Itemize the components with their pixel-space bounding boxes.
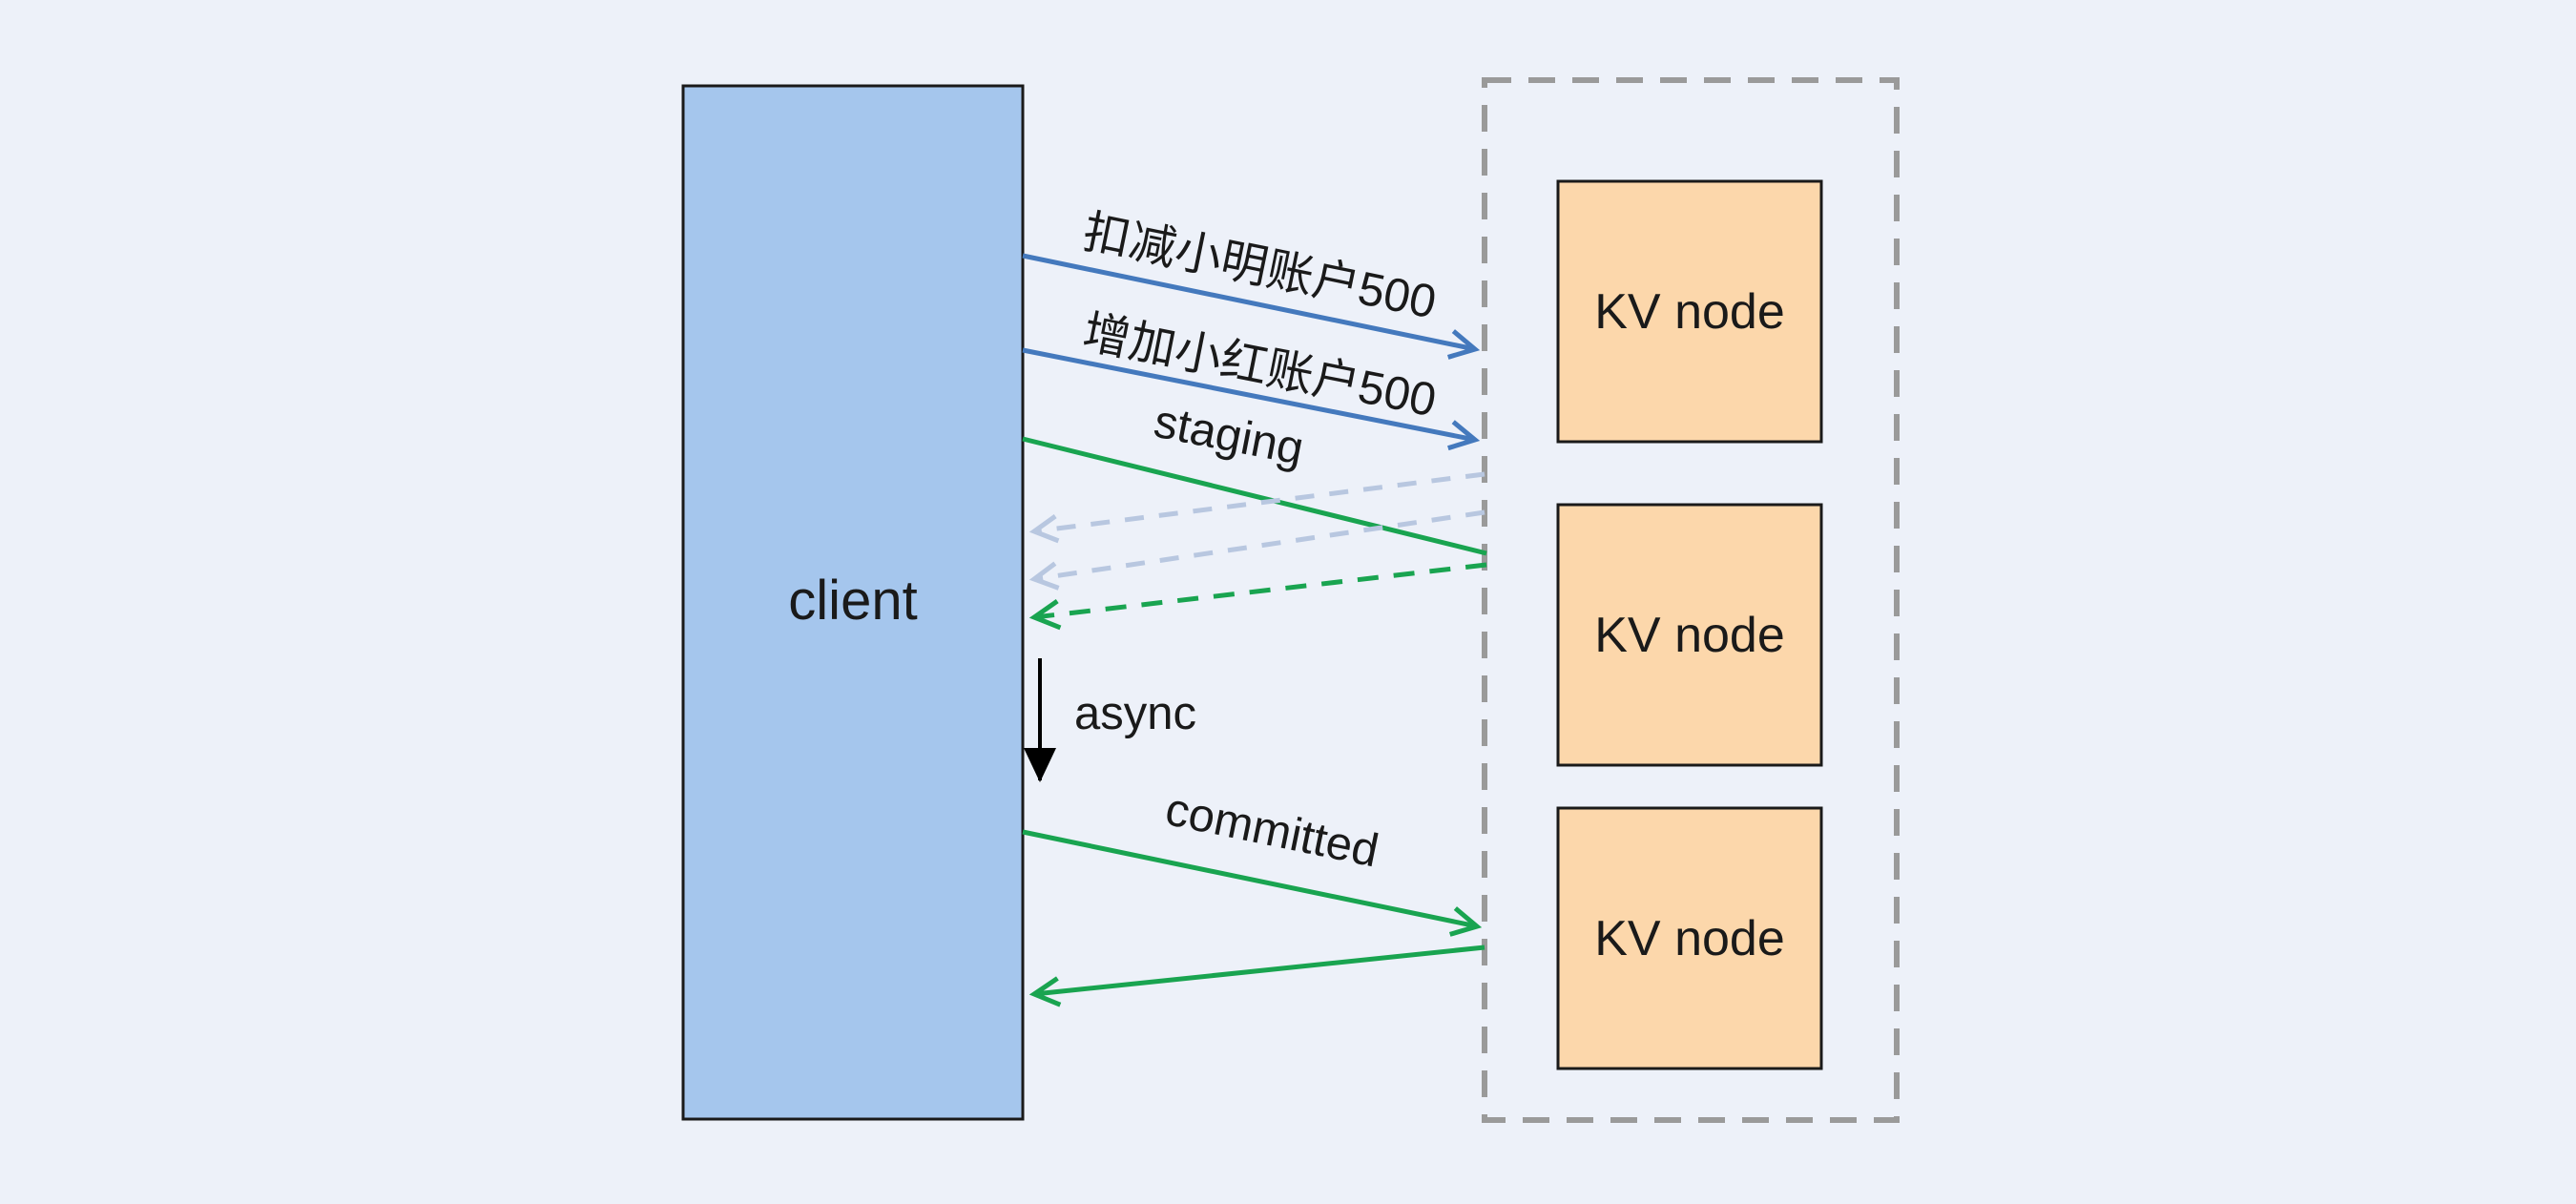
arrow-committed bbox=[1022, 829, 1483, 937]
kv-node-label-1: KV node bbox=[1594, 284, 1785, 340]
arrow-add-request bbox=[1022, 347, 1481, 451]
label-async: async bbox=[1074, 688, 1196, 739]
client-box bbox=[681, 84, 1025, 1121]
kv-node-box-3 bbox=[1556, 806, 1823, 1070]
kv-node-box-1 bbox=[1556, 179, 1823, 444]
label-deduct-message: 扣减小明账户500 bbox=[1079, 206, 1441, 328]
kv-node-label-2: KV node bbox=[1594, 608, 1785, 663]
label-committed: committed bbox=[1161, 783, 1382, 877]
client-label: client bbox=[788, 570, 917, 632]
arrow-committed-response bbox=[1028, 945, 1485, 1007]
arrow-response-1 bbox=[1028, 471, 1485, 544]
arrow-deduct-request bbox=[1022, 253, 1481, 360]
arrow-staging bbox=[1022, 436, 1487, 556]
kv-node-label-3: KV node bbox=[1594, 911, 1785, 966]
arrow-response-2 bbox=[1028, 509, 1485, 591]
kv-node-box-2 bbox=[1556, 503, 1823, 767]
label-add-message: 增加小红账户500 bbox=[1079, 306, 1441, 426]
kv-cluster-border bbox=[1482, 77, 1900, 1123]
label-staging: staging bbox=[1150, 396, 1307, 475]
arrow-staging-response bbox=[1028, 562, 1487, 631]
